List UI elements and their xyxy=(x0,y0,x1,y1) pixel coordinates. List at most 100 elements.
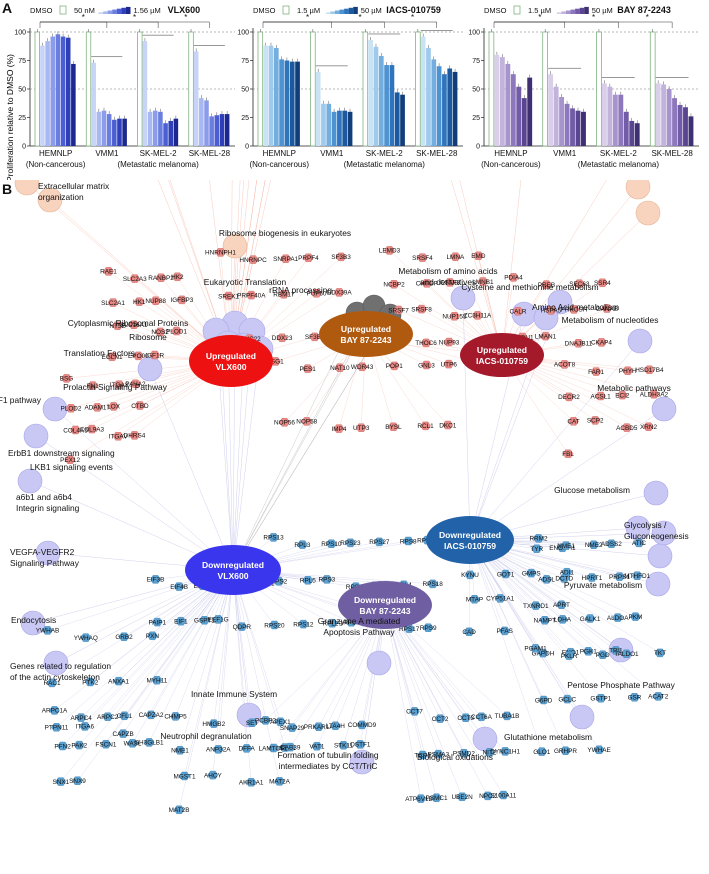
gene-label: ATP6V1B2 xyxy=(405,796,437,803)
gene-label: LAMTOR2 xyxy=(259,745,290,752)
gene-label: ALDOA xyxy=(607,615,629,622)
gene-node xyxy=(416,304,427,314)
gene-label: PRPF40A xyxy=(237,292,266,299)
gene-node xyxy=(388,422,399,432)
gene-label: SNX1 xyxy=(52,779,69,786)
gene-label: PKM xyxy=(628,614,642,621)
bar xyxy=(101,110,107,146)
network-edge xyxy=(384,604,437,798)
y-tick-label: 0 xyxy=(22,144,26,151)
gene-label: NPC2 xyxy=(479,793,496,800)
gene-node xyxy=(482,791,493,801)
gene-label: MAT2B xyxy=(169,807,190,814)
gene-label: GANAB xyxy=(596,306,618,313)
gene-node xyxy=(113,676,124,686)
non-cancerous-label: (Non-cancerous) xyxy=(26,160,86,169)
network-edge xyxy=(469,539,661,654)
bar xyxy=(447,68,453,146)
term-label: Biological oxidations xyxy=(417,752,493,762)
gene-label: STK11 xyxy=(334,743,354,750)
legend-gradient-step xyxy=(325,12,331,14)
term-label: Prolactin Signaling Pathway xyxy=(63,382,168,392)
hub-label-line2: IACS-010759 xyxy=(476,356,528,366)
gene-node xyxy=(107,298,119,307)
gene-cluster-7: LSG1PES1NAT10WDR43POP1GNL3UTP6NOP14NOP56… xyxy=(267,357,492,433)
gene-node xyxy=(70,425,81,435)
bar xyxy=(163,123,168,146)
gene-label: GRHPR xyxy=(554,748,577,755)
network-edge xyxy=(469,539,542,752)
bar xyxy=(400,94,405,146)
term-label: Gluconeogenesis xyxy=(624,531,689,541)
gene-node xyxy=(622,366,633,375)
bar xyxy=(436,66,442,146)
term-label: Eukaryotic Translation xyxy=(204,277,287,287)
y-tick-label: 50 xyxy=(241,87,249,94)
gene-node xyxy=(106,352,118,362)
bar xyxy=(629,120,635,146)
gene-node xyxy=(512,307,524,316)
bar xyxy=(373,46,379,146)
bar xyxy=(50,36,56,147)
bar xyxy=(661,84,667,146)
gene-label: RPS13 xyxy=(263,535,284,542)
gene-label: HSD17B4 xyxy=(635,367,664,374)
network-edge xyxy=(501,186,639,356)
bar xyxy=(494,54,500,146)
gene-label: GSTP1 xyxy=(590,696,611,703)
gene-node xyxy=(172,272,183,282)
bar xyxy=(368,39,374,147)
bar xyxy=(60,36,66,147)
gene-node xyxy=(87,381,99,390)
y-tick-label: 50 xyxy=(18,87,26,94)
gene-node xyxy=(72,776,83,785)
term-label: Glycolysis / xyxy=(624,520,667,530)
gene-node xyxy=(568,305,580,314)
term-label: Integrin signaling xyxy=(16,503,80,513)
gene-node xyxy=(593,745,605,754)
gene-node xyxy=(170,712,181,721)
gene-node xyxy=(354,740,366,749)
gene-label: PUF60 xyxy=(307,291,327,298)
gene-label: CKAP4 xyxy=(591,340,612,347)
term-label: a6b1 and a6b4 xyxy=(16,492,72,502)
gene-node xyxy=(588,540,599,549)
gene-node xyxy=(568,417,579,426)
gene-label: LMNA xyxy=(446,254,464,261)
gene-label: OSTF1 xyxy=(350,742,371,749)
y-tick-label: 100 xyxy=(14,30,26,37)
term-node xyxy=(643,480,669,506)
gene-label: YWHAQ xyxy=(74,635,98,642)
hub-label-line1: Upregulated xyxy=(206,351,256,361)
gene-node xyxy=(152,617,163,627)
category-label: HEMNLP xyxy=(39,149,72,158)
term-label: of the actin cytoskeleton xyxy=(10,672,100,682)
legend-gradient-step xyxy=(121,7,126,14)
bar xyxy=(117,118,122,146)
gene-node xyxy=(92,403,103,412)
gene-node xyxy=(610,646,622,655)
network-edge xyxy=(209,180,232,362)
gene-label: MTHFD1 xyxy=(624,573,650,580)
term-node xyxy=(137,356,163,382)
hub-ellipse xyxy=(185,545,281,595)
gene-label: SCP2 xyxy=(587,418,604,425)
gene-node xyxy=(118,632,130,641)
network-edge xyxy=(384,604,504,796)
gene-label: NCBP2 xyxy=(383,282,405,289)
gene-label: DKC1 xyxy=(439,422,456,429)
bar xyxy=(91,62,96,146)
gene-node xyxy=(134,401,146,410)
gene-node xyxy=(417,750,428,760)
legend-gradient-step xyxy=(125,6,131,14)
network-edge xyxy=(62,569,234,747)
gene-label: COL4A5 xyxy=(63,427,88,434)
gene-label: RPL3 xyxy=(294,542,310,549)
bar xyxy=(85,31,92,147)
gene-node xyxy=(75,713,87,722)
gene-label: RPS18 xyxy=(423,581,444,588)
